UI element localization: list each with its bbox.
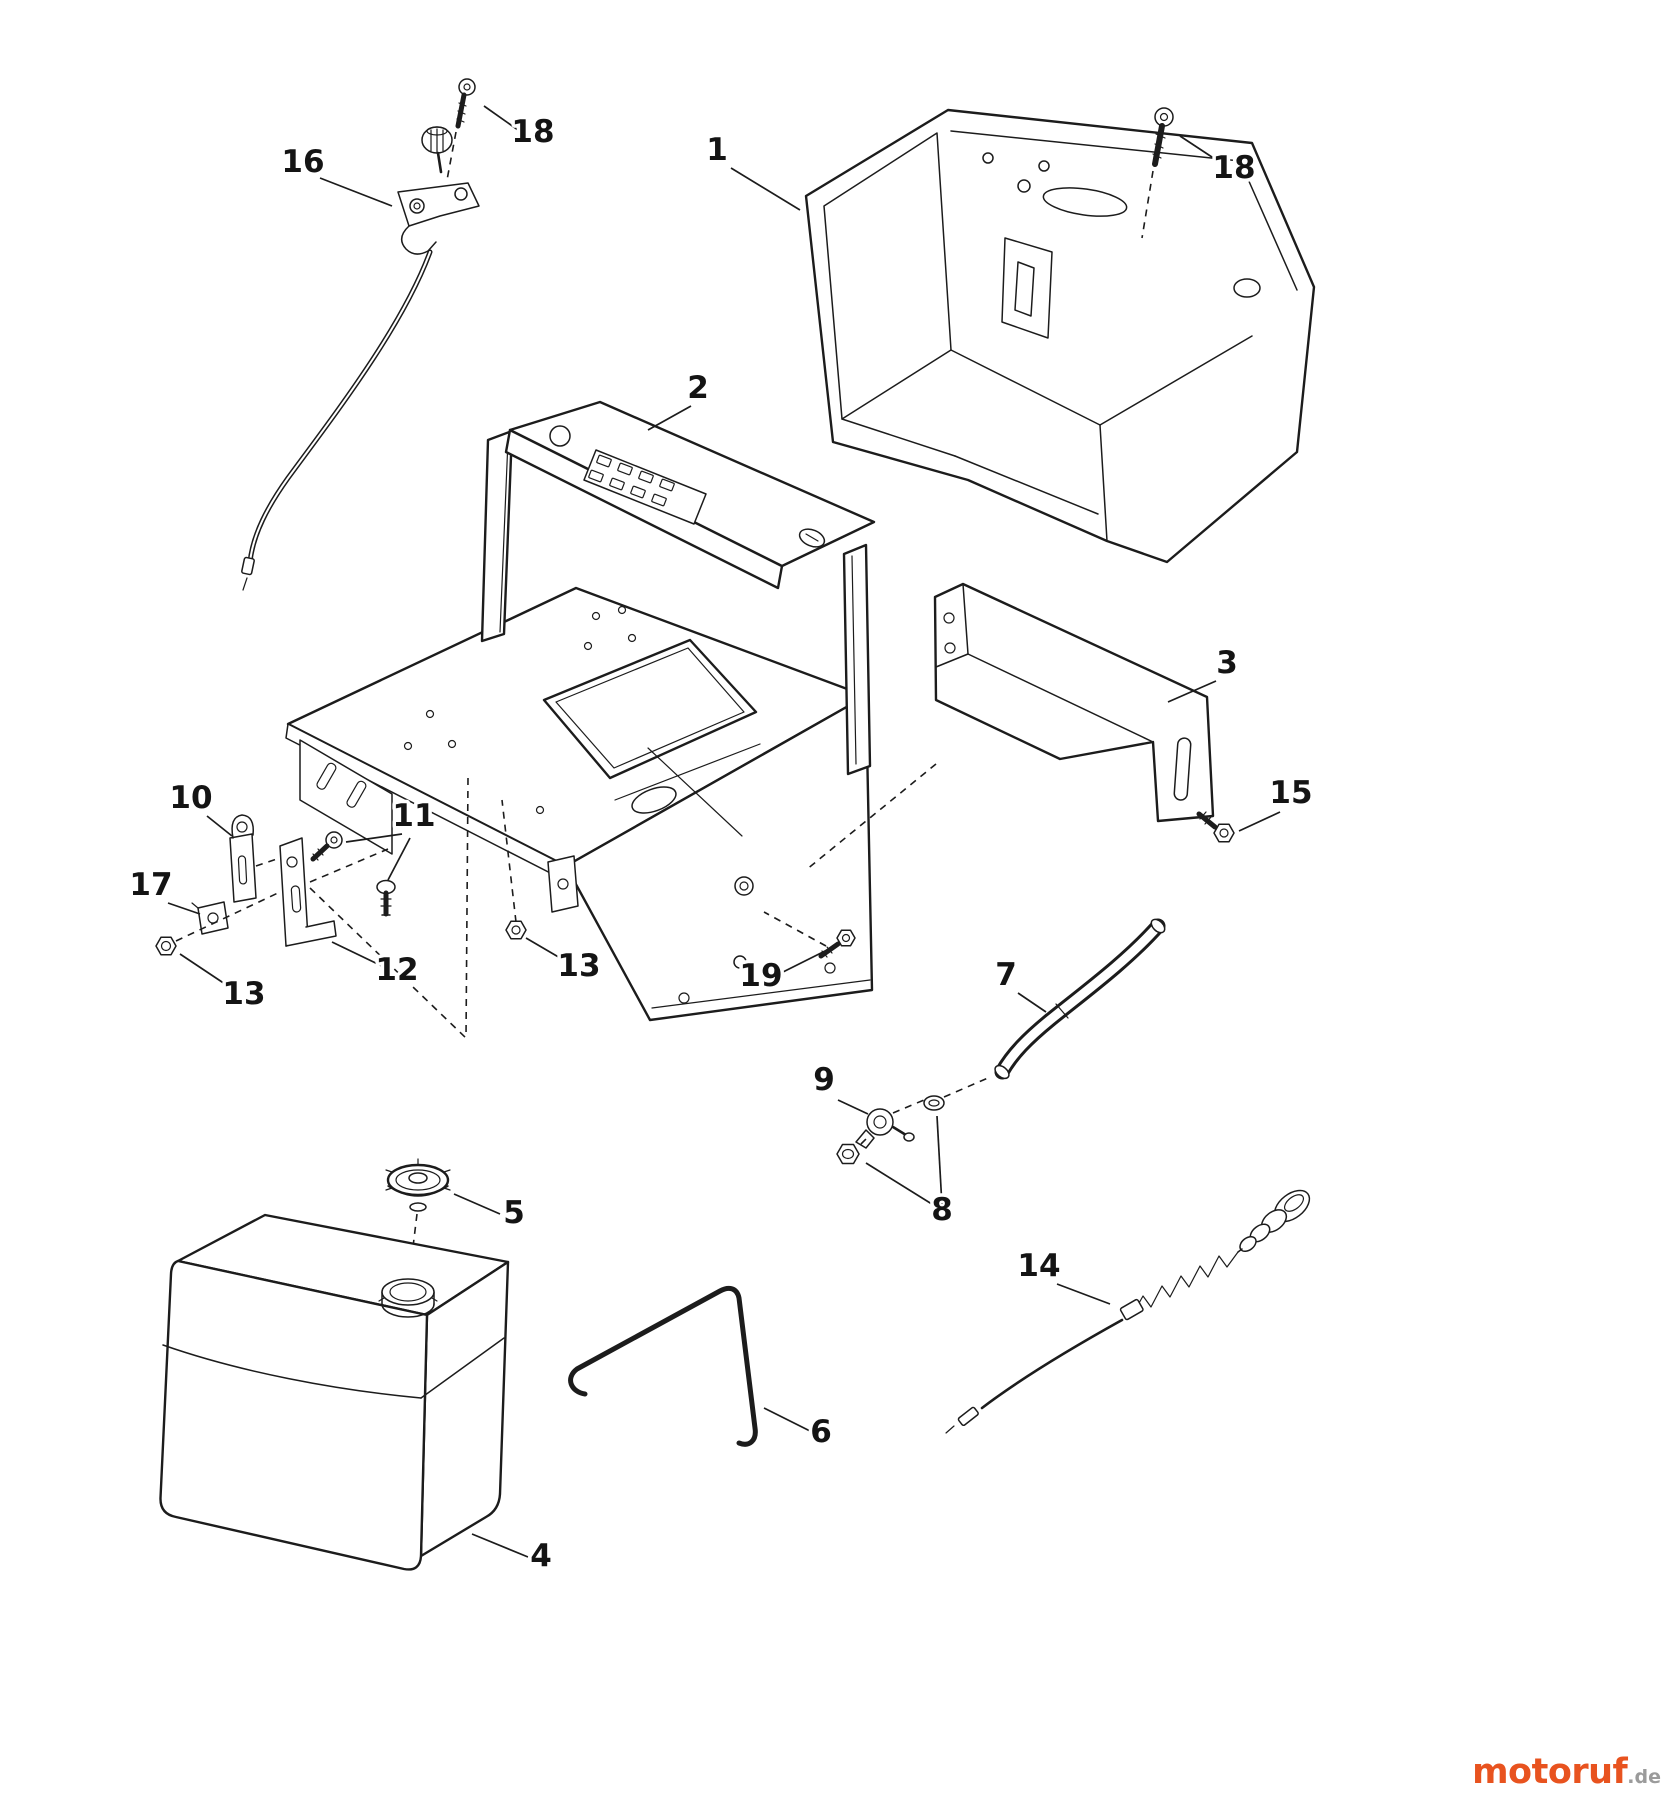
part-3-bracket (805, 582, 1215, 871)
part-15-bolt (1196, 811, 1235, 843)
callout-8: 8 (865, 1115, 956, 1232)
callout-19: 19 (736, 947, 832, 998)
callout-11: 11 (345, 795, 439, 881)
part-4-fuel-tank (159, 1213, 510, 1571)
callout-18-left-label: 18 (511, 114, 554, 150)
callout-19-label: 19 (739, 958, 782, 994)
part-11-bolts (310, 831, 396, 917)
callout-17: 17 (126, 864, 201, 915)
callout-4: 4 (471, 1533, 555, 1578)
callout-3: 3 (1167, 642, 1241, 703)
callout-8-label: 8 (931, 1192, 953, 1228)
vent-grid (583, 449, 707, 525)
part-13-nut-left (155, 936, 177, 956)
callout-5: 5 (453, 1192, 528, 1235)
callout-9-label: 9 (813, 1062, 835, 1098)
callout-7-label: 7 (995, 957, 1017, 993)
callout-6: 6 (763, 1407, 835, 1454)
filler-neck (378, 1278, 438, 1318)
callout-18-right: 18 (1179, 135, 1259, 190)
callout-14-label: 14 (1017, 1248, 1060, 1284)
callout-15-label: 15 (1269, 775, 1312, 811)
part-14-choke-cable (945, 1189, 1311, 1434)
callout-12-label: 12 (375, 952, 418, 988)
callout-16-label: 16 (281, 144, 324, 180)
callout-3-label: 3 (1216, 645, 1238, 681)
part-16-throttle-control (241, 126, 480, 591)
callout-9: 9 (810, 1059, 869, 1115)
part-13-nut-right (505, 920, 527, 940)
watermark-suffix: .de (1627, 1766, 1661, 1788)
callout-4-label: 4 (530, 1538, 552, 1574)
hardware-alignment-dashes (175, 848, 389, 942)
callout-2-label: 2 (687, 370, 709, 406)
callout-15: 15 (1238, 772, 1316, 832)
callout-5-label: 5 (503, 1195, 525, 1231)
callout-18-left: 18 (483, 105, 558, 154)
part-6-wire-strap (568, 1285, 758, 1447)
part-1-engine-cover (804, 108, 1316, 564)
callout-1-label: 1 (706, 132, 728, 168)
callout-7: 7 (992, 954, 1047, 1013)
callout-17-label: 17 (129, 867, 172, 903)
callout-2: 2 (647, 367, 712, 431)
part-12-bracket (279, 837, 337, 947)
part-10-latch (229, 814, 257, 903)
callout-6-label: 6 (810, 1414, 832, 1450)
callout-13-right: 13 (525, 937, 604, 988)
callouts: 16 18 1 18 2 3 15 10 (126, 105, 1316, 1578)
part-8-fittings (836, 1077, 989, 1165)
callout-10: 10 (166, 777, 233, 837)
part-18-bolt-right (1141, 107, 1174, 239)
callout-14: 14 (1014, 1245, 1111, 1305)
watermark-brand: motoruf (1472, 1752, 1628, 1792)
callout-11-label: 11 (392, 798, 435, 834)
part-18-bolt-left (446, 78, 476, 181)
part-17-clip (191, 901, 229, 935)
callout-13-right-label: 13 (557, 948, 600, 984)
part-7-fuel-hose (994, 918, 1166, 1080)
part-2-seat-frame (285, 400, 876, 1039)
part-19-bolt (818, 929, 856, 959)
callout-13-left-label: 13 (222, 976, 265, 1012)
callout-13-left: 13 (179, 953, 269, 1016)
callout-16: 16 (278, 141, 393, 207)
part-9-valve (855, 1108, 915, 1149)
callout-10-label: 10 (169, 780, 212, 816)
callout-12: 12 (331, 941, 422, 992)
callout-1: 1 (703, 129, 801, 211)
callout-18-right-label: 18 (1212, 150, 1255, 186)
watermark: motoruf.de (1472, 1752, 1661, 1792)
